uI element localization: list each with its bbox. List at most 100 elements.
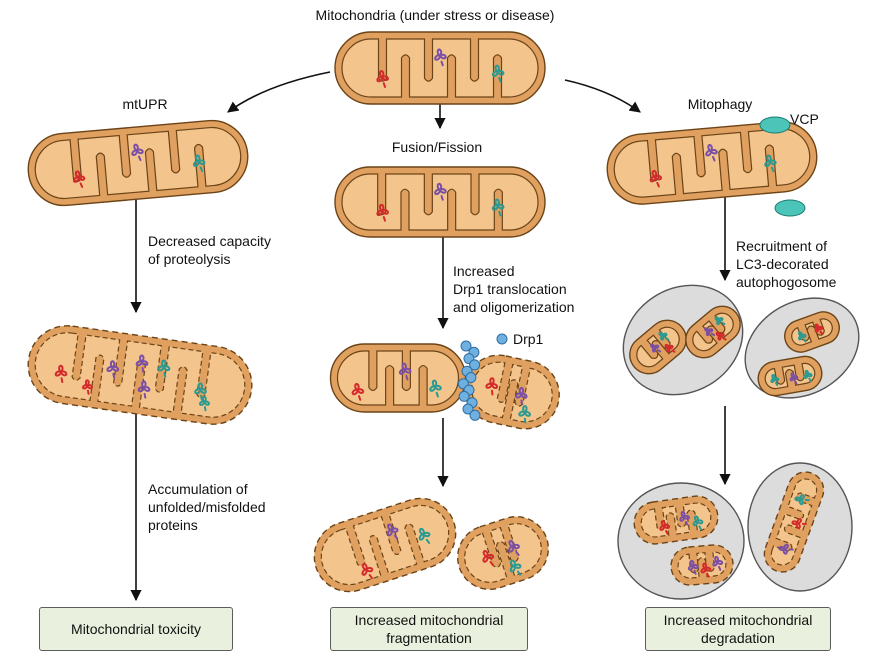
mtdna-purple-icon bbox=[386, 523, 399, 540]
mtdna-red-icon bbox=[791, 518, 807, 530]
mtdna-red-icon bbox=[814, 323, 824, 335]
mito-autolysosome-3 bbox=[763, 471, 825, 573]
mito-autophagosome-1 bbox=[629, 319, 687, 375]
mtdna-teal-icon bbox=[157, 359, 171, 378]
mitophagy-step1-label: Recruitment of LC3-decorated autophogoso… bbox=[736, 238, 837, 290]
arrow-to-mitophagy bbox=[564, 79, 641, 113]
inner-membrane-cristae bbox=[640, 502, 712, 538]
arrows bbox=[130, 71, 731, 602]
mtdna-purple-icon bbox=[679, 510, 690, 526]
inner-membrane-cristae bbox=[336, 350, 460, 406]
mtdna-teal-icon bbox=[518, 405, 531, 424]
mito-top bbox=[334, 31, 546, 105]
inner-membrane-cristae bbox=[34, 332, 246, 418]
mito-fusion bbox=[334, 166, 546, 238]
mtupr-title: mtUPR bbox=[122, 96, 168, 112]
mtdna-purple-icon bbox=[508, 539, 520, 557]
fusion-fission-title: Fusion/Fission bbox=[391, 139, 483, 155]
fission-step1-label: Increased Drp1 translocation and oligome… bbox=[453, 263, 575, 315]
mtdna-purple-icon bbox=[434, 182, 447, 201]
mito-autolysosome-1 bbox=[633, 495, 719, 545]
drp1-monomer bbox=[469, 409, 481, 421]
mtdna-purple-icon bbox=[778, 543, 794, 555]
inner-membrane-cristae bbox=[341, 38, 539, 98]
mtdna-purple-icon bbox=[135, 354, 149, 373]
mito-fragment-right bbox=[456, 515, 550, 591]
mito-fragment-left bbox=[313, 497, 457, 593]
mtdna-teal-icon bbox=[491, 64, 505, 83]
mtdna-teal-icon bbox=[714, 316, 726, 326]
mtdna-purple-icon bbox=[705, 143, 718, 162]
mtdna-teal-icon bbox=[198, 395, 210, 412]
top-label: Mitochondria (under stress or disease) bbox=[315, 7, 555, 23]
mtdna-red-icon bbox=[361, 562, 374, 580]
arrow-to-mtupr bbox=[227, 71, 331, 113]
mtdna-purple-icon bbox=[712, 555, 724, 571]
drp1-label: Drp1 bbox=[513, 331, 544, 347]
mtdna-purple-icon bbox=[398, 362, 412, 381]
mtdna-purple-icon bbox=[514, 386, 528, 406]
mtdna-purple-icon bbox=[106, 360, 120, 379]
drp1-monomer bbox=[458, 390, 470, 402]
mtdna-red-icon bbox=[54, 364, 68, 383]
vcp-complex bbox=[759, 116, 806, 217]
mtdna-teal-icon bbox=[764, 154, 777, 173]
inner-membrane-cristae bbox=[791, 318, 833, 346]
mito-mitophagy bbox=[606, 121, 818, 205]
mtdna-teal-icon bbox=[794, 494, 810, 506]
drp1-monomer bbox=[460, 340, 472, 352]
vcp-icon bbox=[759, 116, 791, 134]
inner-membrane-cristae bbox=[464, 523, 542, 583]
mito-autophagosome-3 bbox=[757, 355, 823, 397]
mtdna-red-icon bbox=[649, 169, 663, 188]
mtdna-red-icon bbox=[351, 382, 365, 401]
mtdna-red-icon bbox=[72, 170, 86, 188]
mtdna-red-icon bbox=[715, 331, 727, 341]
mito-mtupr-stressed bbox=[27, 325, 253, 425]
mtupr-step2-label: Accumulation of unfolded/misfolded prote… bbox=[148, 481, 266, 533]
mtdna-teal-icon bbox=[658, 331, 670, 341]
inner-membrane-cristae bbox=[471, 361, 553, 423]
inner-membrane-cristae bbox=[636, 326, 680, 368]
mtdna-red-icon bbox=[376, 70, 389, 88]
mtdna-red-icon bbox=[664, 343, 676, 353]
mtdna-purple-icon bbox=[704, 327, 716, 337]
outcome-increased-degradation: Increased mitochondrial degradation bbox=[645, 607, 831, 651]
mitochondria-layer bbox=[27, 31, 860, 600]
mtdna-red-icon bbox=[482, 549, 495, 567]
mito-fission-right bbox=[464, 354, 560, 430]
outcome-increased-fragmentation: Increased mitochondrial fragmentation bbox=[330, 607, 528, 651]
mtdna-purple-icon bbox=[434, 48, 447, 67]
mtdna-purple-icon bbox=[131, 143, 144, 162]
mtdna-teal-icon bbox=[803, 369, 813, 382]
mtdna-red-icon bbox=[700, 562, 712, 578]
mito-autophagosome-2 bbox=[685, 305, 741, 359]
vcp-label: VCP bbox=[790, 111, 819, 127]
inner-membrane-cristae bbox=[341, 173, 539, 231]
mtdna-red-icon bbox=[81, 379, 94, 395]
mtdna-teal-icon bbox=[429, 379, 442, 398]
mtdna-teal-icon bbox=[509, 559, 522, 576]
mtupr-step1-label: Decreased capacity of proteolysis bbox=[148, 233, 271, 267]
mtdna-purple-icon bbox=[137, 380, 151, 399]
drp1-legend-icon bbox=[496, 333, 508, 345]
mtdna-teal-icon bbox=[192, 154, 206, 172]
mito-autolysosome-2 bbox=[670, 544, 734, 586]
mtdna-red-icon bbox=[376, 203, 389, 222]
mtdna-teal-icon bbox=[692, 515, 704, 531]
mtdna-teal-icon bbox=[418, 527, 431, 544]
drp1-monomer bbox=[462, 403, 474, 415]
mtdna-red-icon bbox=[659, 520, 671, 535]
inner-membrane-cristae bbox=[34, 127, 242, 199]
drp1-oligomer-ring bbox=[457, 340, 481, 421]
mtdna-purple-icon bbox=[789, 372, 799, 385]
mtdna-red-icon bbox=[485, 377, 499, 396]
mtdna-teal-icon bbox=[194, 382, 207, 401]
drp1-monomer bbox=[465, 372, 477, 383]
outcome-mitochondrial-toxicity: Mitochondrial toxicity bbox=[39, 607, 233, 651]
mito-fission-left bbox=[329, 343, 467, 413]
mito-mtupr bbox=[27, 119, 249, 207]
mtdna-teal-icon bbox=[491, 198, 505, 217]
inner-membrane-cristae bbox=[764, 362, 816, 390]
drp1-monomer bbox=[469, 359, 481, 371]
